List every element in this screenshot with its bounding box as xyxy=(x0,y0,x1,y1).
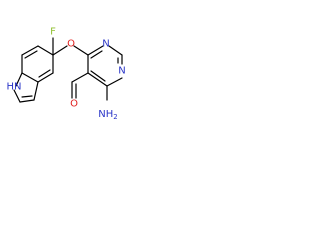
bond-o-c4p xyxy=(73,45,89,56)
bond-c7a-n1-real xyxy=(15,72,23,87)
atom-labels: F O N N HN O NH2 xyxy=(7,27,126,122)
amine-label: NH2 xyxy=(98,109,117,122)
pyrimidine-n-right-label: N xyxy=(118,66,125,77)
bond-c6p-c5p xyxy=(87,72,108,87)
bond-c4-c5 xyxy=(37,72,54,83)
molecule-structure: F O N N HN O NH2 xyxy=(7,27,126,122)
bond-c3-c3a xyxy=(33,81,39,101)
bond-c4p-n3p-double xyxy=(90,50,103,59)
bond-c4-c5-double xyxy=(38,69,51,78)
bond-c5-o xyxy=(52,45,68,56)
bond-n3p-c2p xyxy=(108,45,123,56)
bond-c3a-c4 xyxy=(21,72,39,83)
bond-c2-c3-double xyxy=(21,95,33,98)
fluorine-label: F xyxy=(50,27,56,38)
indole-nh-label: HN xyxy=(7,82,22,93)
bond-c5p-cho xyxy=(71,72,89,83)
bond-c6-c7 xyxy=(37,45,54,56)
bond-c7-c7a-double xyxy=(24,50,38,59)
bond-n1p-c6p xyxy=(106,77,123,87)
bond-c6p-c5p-double xyxy=(90,70,106,82)
amine-label-subscript: 2 xyxy=(113,113,117,121)
aldehyde-oxygen-label: O xyxy=(70,99,78,110)
pyrimidine-n-top-label: N xyxy=(102,39,109,50)
bond-n1-c2 xyxy=(13,89,21,103)
amine-label-main: NH xyxy=(98,109,113,120)
bond-c2-c3 xyxy=(19,99,35,103)
bond-c4p-n3p xyxy=(87,45,104,56)
bond-c7-c7a xyxy=(21,45,39,56)
ether-oxygen-label: O xyxy=(67,39,75,50)
bonds xyxy=(13,37,123,103)
